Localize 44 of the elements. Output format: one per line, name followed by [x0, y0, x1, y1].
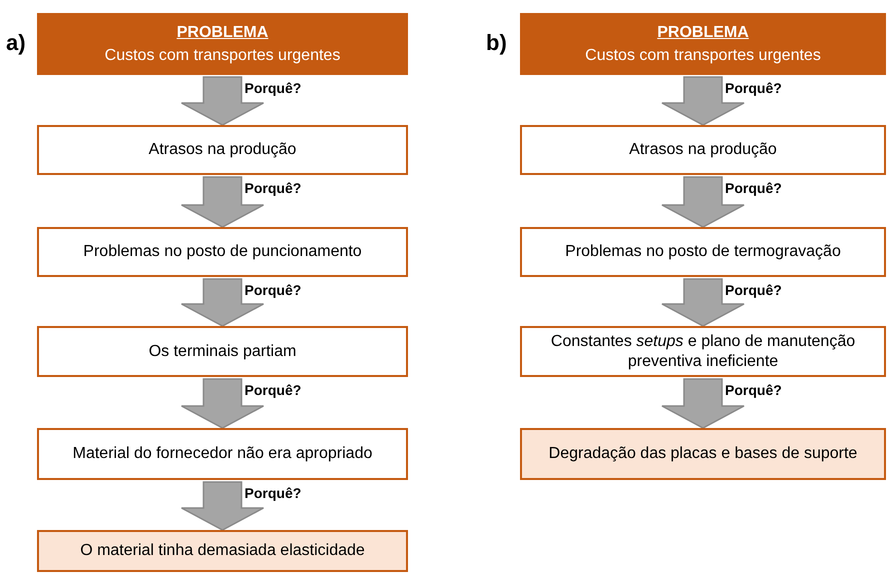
block-arrow [661, 378, 745, 429]
block-arrow [180, 176, 264, 228]
box-text: Problemas no posto de termogravação [565, 242, 841, 262]
cause-box [520, 227, 886, 277]
panel-label: b) [486, 30, 507, 56]
box-text: Degradação das placas e bases de suporte [548, 444, 858, 464]
box-text: Custos com transportes urgentes [104, 46, 340, 66]
root-cause-box [520, 428, 886, 480]
block-arrow [661, 278, 745, 327]
box-heading: PROBLEMA [657, 22, 749, 42]
problem-box [520, 13, 886, 75]
box-text: Custos com transportes urgentes [585, 46, 821, 66]
box-heading: PROBLEMA [176, 22, 268, 42]
block-arrow [661, 176, 745, 228]
edge-label: Porquê? [724, 81, 783, 96]
cause-box [37, 227, 408, 277]
box-text: Material do fornecedor não era apropriado [72, 444, 372, 464]
block-arrow [180, 76, 264, 126]
edge-label: Porquê? [244, 81, 302, 96]
box-text: Problemas no posto de puncionamento [83, 242, 362, 262]
root-cause-box [37, 530, 408, 572]
cause-box [520, 326, 886, 377]
box-text: Atrasos na produção [148, 140, 296, 160]
cause-box [37, 125, 408, 175]
block-arrow [180, 481, 264, 531]
box-text: Constantes setups e plano de manutenção preventiva ineficiente [550, 332, 856, 372]
edge-label: Porquê? [244, 181, 302, 196]
box-text: Atrasos na produção [629, 140, 777, 160]
box-text: Os terminais partiam [148, 342, 296, 362]
block-arrow [180, 378, 264, 429]
edge-label: Porquê? [244, 486, 302, 502]
cause-box [37, 326, 408, 377]
edge-label: Porquê? [244, 283, 302, 298]
problem-box [37, 13, 408, 75]
cause-box [37, 428, 408, 480]
edge-label: Porquê? [724, 181, 783, 196]
panel-label: a) [6, 30, 26, 56]
edge-label: Porquê? [724, 383, 783, 398]
cause-box [520, 125, 886, 175]
block-arrow [180, 278, 264, 327]
edge-label: Porquê? [724, 283, 783, 298]
box-text: O material tinha demasiada elasticidade [80, 541, 365, 561]
edge-label: Porquê? [244, 383, 302, 398]
block-arrow [661, 76, 745, 126]
